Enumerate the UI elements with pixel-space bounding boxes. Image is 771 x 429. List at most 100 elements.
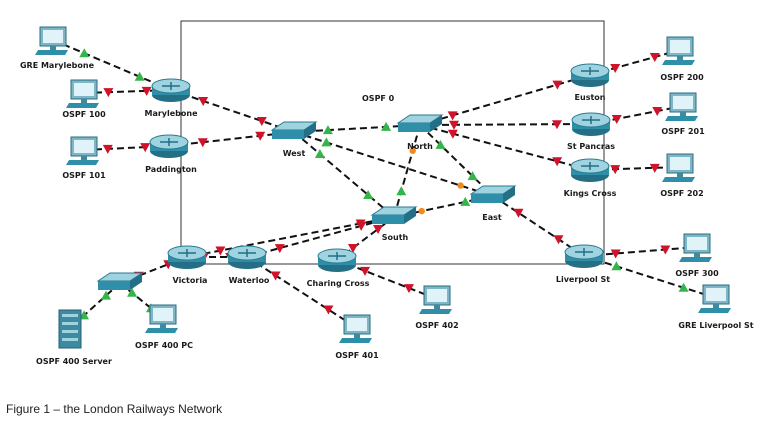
switch-west[interactable] [270, 121, 318, 139]
pc-gre_marylebone[interactable] [35, 26, 68, 55]
link-status-liverpoolst-end [610, 249, 621, 259]
router-charingcross[interactable] [317, 248, 357, 272]
link-status-kingscross-end [552, 157, 563, 167]
switch-label-south: South [382, 233, 409, 242]
pc-ospf200[interactable] [662, 36, 695, 65]
router-stpancras[interactable] [571, 112, 611, 136]
link-status-north-end [409, 147, 416, 154]
router-euston[interactable] [570, 63, 610, 87]
link-north-south [393, 124, 421, 218]
link-status-north-end [448, 120, 459, 130]
pc-ospf201[interactable] [665, 92, 698, 121]
link-status-south-end [396, 186, 407, 196]
link-status-west-end [255, 131, 266, 141]
link-south-waterloo [246, 216, 395, 258]
switch-east[interactable] [469, 185, 517, 203]
pc-ospf100[interactable] [66, 79, 99, 108]
link-status-charingcross-end [347, 243, 358, 253]
link-status-east-end [467, 171, 478, 181]
server-ospf400server[interactable] [58, 309, 82, 349]
server-label-ospf400server: OSPF 400 Server [36, 357, 112, 366]
router-label-kingscross: Kings Cross [564, 189, 617, 198]
pc-label-ospf402: OSPF 402 [415, 321, 458, 330]
link-status-marylebone-end [141, 86, 152, 96]
pc-label-gre_liverpool: GRE Liverpool St [678, 321, 753, 330]
router-label-liverpoolst: Liverpool St [556, 275, 610, 284]
link-status-east-end [513, 208, 524, 218]
link-status-north-end [381, 121, 392, 131]
link-status-marylebone-end [134, 71, 145, 81]
link-status-euston-end [552, 80, 563, 90]
router-label-stpancras: St Pancras [567, 142, 615, 151]
pc-label-ospf300: OSPF 300 [675, 269, 719, 278]
link-status-victoria-end [215, 246, 226, 256]
link-status-euston-end [610, 64, 621, 73]
links-layer [52, 39, 717, 329]
link-status-west-end [322, 125, 333, 135]
pc-ospf400pc[interactable] [145, 304, 178, 333]
pc-ospf402[interactable] [419, 285, 452, 314]
router-liverpoolst[interactable] [564, 244, 604, 268]
link-status-charingcross-end [360, 266, 370, 276]
router-marylebone[interactable] [151, 78, 191, 102]
link-status-paddington-end [197, 138, 208, 148]
pc-label-ospf202: OSPF 202 [660, 189, 703, 198]
link-status-lanswitch-end [101, 290, 111, 300]
router-label-paddington: Paddington [145, 165, 197, 174]
link-status-south-end [363, 189, 374, 199]
router-paddington[interactable] [149, 134, 189, 158]
link-status-gre_marylebone-end [79, 48, 90, 58]
link-status-ospf200-end [649, 53, 660, 62]
pc-label-ospf200: OSPF 200 [660, 73, 704, 82]
link-status-stpancras-end [552, 120, 563, 130]
pc-ospf202[interactable] [662, 153, 695, 182]
switch-label-west: West [283, 149, 306, 158]
switch-lanswitch[interactable] [96, 272, 144, 290]
link-status-north-end [435, 139, 446, 149]
pc-ospf101[interactable] [66, 136, 99, 165]
link-east-liverpoolst [492, 195, 585, 257]
pc-ospf300[interactable] [679, 233, 712, 262]
link-north-stpancras [419, 123, 592, 126]
switch-label-east: East [482, 213, 502, 222]
router-label-euston: Euston [575, 93, 606, 102]
switch-south[interactable] [370, 206, 418, 224]
router-label-marylebone: Marylebone [144, 109, 198, 118]
link-status-stpancras-end [611, 114, 622, 124]
link-status-north-end [447, 111, 458, 121]
link-north-kingscross [419, 124, 591, 171]
link-status-north-end [447, 129, 458, 139]
switch-north[interactable] [396, 114, 444, 132]
link-status-liverpoolst-end [611, 261, 622, 271]
pc-gre_liverpool[interactable] [698, 284, 731, 313]
link-status-south-end [373, 225, 384, 235]
switch-label-north: North [407, 142, 433, 151]
link-status-lanswitch-end [127, 287, 138, 297]
link-status-west-end [321, 137, 332, 147]
link-status-gre_liverpool-end [678, 282, 689, 292]
link-status-paddington-end [140, 143, 151, 153]
area-label: OSPF 0 [362, 94, 395, 103]
link-status-ospf101-end [102, 144, 113, 154]
link-liverpoolst-gre_liverpool [583, 255, 717, 299]
pc-label-ospf101: OSPF 101 [62, 171, 106, 180]
router-waterloo[interactable] [227, 245, 267, 269]
figure-caption: Figure 1 – the London Railways Network [6, 402, 223, 416]
pc-label-ospf201: OSPF 201 [661, 127, 705, 136]
link-status-west-end [256, 117, 267, 127]
router-victoria[interactable] [167, 245, 207, 269]
router-kingscross[interactable] [570, 158, 610, 182]
link-status-south-end [418, 207, 425, 215]
link-status-ospf202-end [649, 163, 660, 173]
router-label-waterloo: Waterloo [229, 276, 270, 285]
router-label-charingcross: Charing Cross [307, 279, 370, 288]
link-status-south-end [356, 221, 367, 231]
link-status-west-end [314, 149, 325, 159]
link-status-ospf201-end [652, 107, 663, 117]
pc-ospf401[interactable] [339, 314, 372, 343]
link-north-east [419, 124, 494, 197]
link-status-marylebone-end [198, 96, 209, 106]
link-status-waterloo-end [270, 271, 281, 281]
